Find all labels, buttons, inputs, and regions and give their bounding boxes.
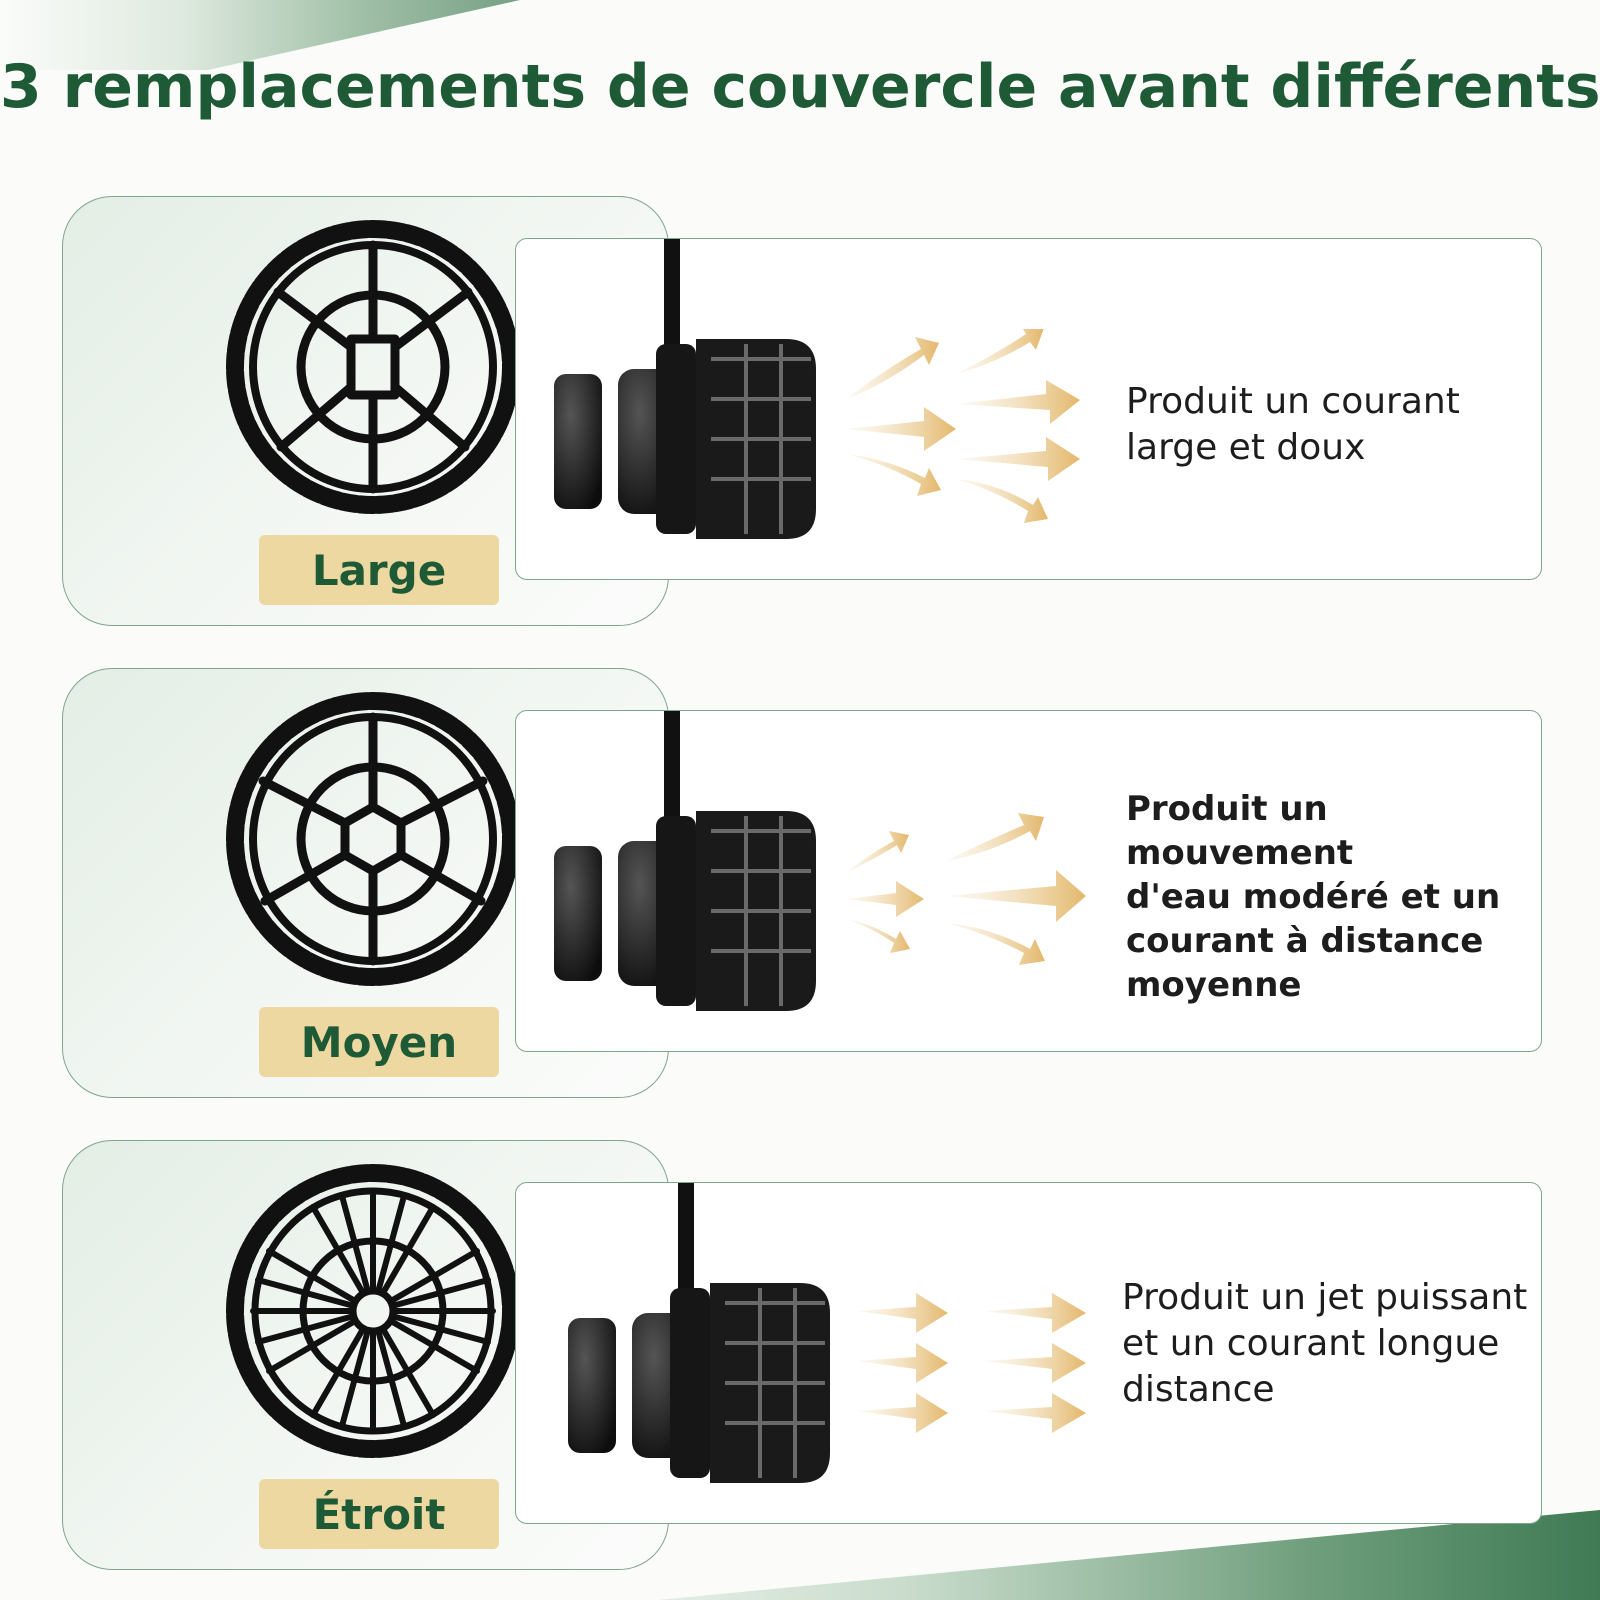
wavemaker-pump-icon	[554, 239, 816, 539]
label-medium: Moyen	[259, 1007, 499, 1077]
narrow-cover-icon	[226, 1164, 520, 1458]
description-medium: Produit un mouvement d'eau modéré et un …	[1126, 787, 1541, 1007]
description-card-medium: Produit un mouvement d'eau modéré et un …	[515, 710, 1542, 1052]
description-line: courant à distance	[1126, 921, 1484, 961]
row-narrow: Étroit Produit un j	[0, 1140, 1600, 1570]
description-card-narrow: Produit un jet puissant et un courant lo…	[515, 1182, 1542, 1524]
description-large: Produit un courant large et doux	[1126, 379, 1460, 471]
description-card-large: Produit un courant large et doux	[515, 238, 1542, 580]
description-line: Produit un mouvement	[1126, 789, 1354, 873]
wavemaker-pump-icon	[568, 1183, 830, 1483]
medium-cover-icon	[226, 692, 520, 986]
medium-flow-arrows-icon	[846, 813, 1086, 965]
wide-cover-icon	[226, 220, 520, 514]
label-narrow: Étroit	[259, 1479, 499, 1549]
wide-flow-arrows-icon	[846, 329, 1080, 523]
description-line: large et doux	[1126, 427, 1366, 468]
row-large: Large Prod	[0, 196, 1600, 626]
row-medium: Moyen Produit un mo	[0, 668, 1600, 1098]
description-line: d'eau modéré et un	[1126, 877, 1501, 917]
description-narrow: Produit un jet puissant et un courant lo…	[1122, 1275, 1527, 1413]
description-line: et un courant longue	[1122, 1323, 1500, 1364]
description-line: distance	[1122, 1369, 1275, 1410]
label-large: Large	[259, 535, 499, 605]
description-line: Produit un courant	[1126, 381, 1460, 422]
wavemaker-pump-icon	[554, 711, 816, 1011]
narrow-flow-arrows-icon	[856, 1293, 1086, 1433]
page-title: 3 remplacements de couvercle avant diffé…	[0, 52, 1600, 122]
description-line: moyenne	[1126, 965, 1302, 1005]
description-line: Produit un jet puissant	[1122, 1277, 1528, 1318]
